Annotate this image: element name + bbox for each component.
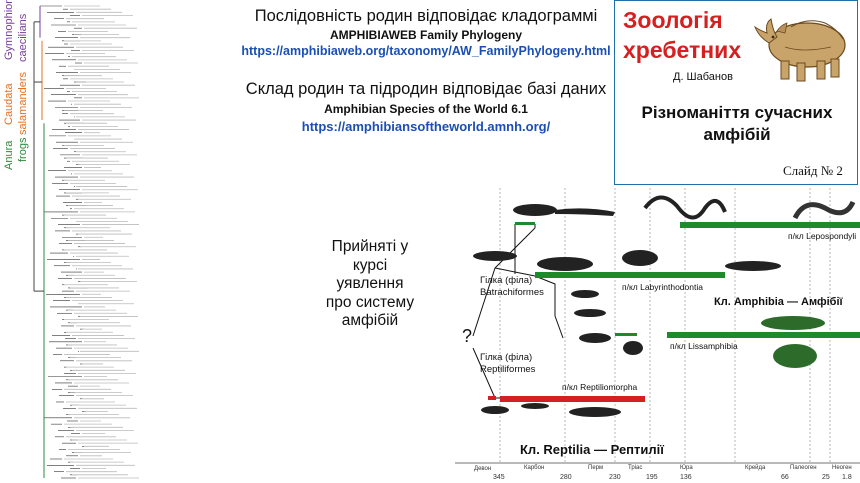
period-neogen: Неоген <box>832 465 852 471</box>
branch-reptilia-line2: Reptiliformes <box>480 364 536 375</box>
course-views-line5: амфібій <box>341 312 399 329</box>
age-345: 345 <box>493 474 505 481</box>
family-phylogeny-tree <box>33 5 139 479</box>
amphibiaweb-name: AMPHIBIAWEB Family Phylogeny <box>329 28 523 42</box>
subtitle-line2: амфібій <box>703 125 771 144</box>
reptiliomorpha-label: п/кл Reptiliomorpha <box>562 382 638 392</box>
period-devon: Девон <box>474 466 492 472</box>
fossil-animal-silhouettes <box>473 195 856 417</box>
class-amphibia-label: Кл. Amphibia — Амфібії <box>714 296 843 308</box>
frogs-label: frogs <box>17 137 29 162</box>
course-views-line4: про систему <box>325 293 415 311</box>
age-195: 195 <box>646 474 658 481</box>
course-views-line2: курсі <box>352 256 388 274</box>
period-kreida: Крейда <box>745 465 766 471</box>
salamanders-label: salamanders <box>17 72 29 135</box>
time-boundaries <box>499 188 831 463</box>
course-views-line1: Прийняті у <box>331 238 409 255</box>
branch-reptilia-label: Гілка (філа) Reptiliformes <box>480 352 535 376</box>
subtitle-line1: Різноманіття сучасних <box>641 103 833 122</box>
age-280: 280 <box>560 474 572 481</box>
rhinoceros-illustration <box>753 18 846 82</box>
evolution-diagram <box>455 188 860 464</box>
reptiliomorpha-bar <box>500 396 645 402</box>
branch-reptilia-line1: Гілка (філа) <box>480 352 533 363</box>
age-25: 25 <box>822 474 830 481</box>
course-title-box: Зоологія хребетних Д. Шабанов Різноманіт… <box>614 0 858 185</box>
anura-label: Anura <box>3 140 15 170</box>
period-paleogen: Палеоген <box>790 465 817 471</box>
lissamphibia-bar-stub <box>615 333 637 336</box>
slide-number: Слайд № 2 <box>783 163 843 178</box>
cladogram-heading: Послідовність родин відповідає кладограм… <box>254 7 598 25</box>
period-trias: Тріас <box>628 465 643 471</box>
labyrinthodontia-bar <box>535 272 725 278</box>
author-name: Д. Шабанов <box>673 71 733 83</box>
reptiliomorpha-stub <box>488 396 496 400</box>
question-mark: ? <box>462 326 473 346</box>
branch-amphibia-label: Гілка (філа) Batrachiformes <box>480 275 544 299</box>
amphibiaweb-link[interactable]: https://amphibiaweb.org/taxonomy/AW_Fami… <box>241 44 611 58</box>
period-carbon: Карбон <box>524 465 545 471</box>
database-heading: Склад родин та підродин відповідає базі … <box>245 80 607 98</box>
caudata-label: Caudata <box>3 83 15 125</box>
period-jura: Юра <box>680 465 693 471</box>
caecilians-label: caecilians <box>17 13 29 62</box>
branch-amphibia-line2: Batrachiformes <box>480 287 544 298</box>
class-reptilia-label: Кл. Reptilia — Рептилії <box>520 442 664 457</box>
course-title-line1: Зоологія <box>623 7 723 33</box>
lepospondyli-bar <box>680 222 860 228</box>
asw-link[interactable]: https://amphibiansoftheworld.amnh.org/ <box>301 119 551 134</box>
branch-amphibia-line1: Гілка (філа) <box>480 275 533 286</box>
labyrinthodontia-label: п/кл Labyrinthodontia <box>622 282 703 292</box>
asw-name: Amphibian Species of the World 6.1 <box>324 102 528 116</box>
course-views-line3: уявлення <box>336 275 404 292</box>
period-perm: Перм <box>588 465 604 471</box>
lepospondyli-label: п/кл Lepospondyli <box>788 231 857 241</box>
course-title-line2: хребетних <box>623 37 742 63</box>
lissamphibia-bar <box>667 332 860 338</box>
branching-lines <box>472 224 564 399</box>
gymnophiona-label: Gymnophiona <box>3 0 15 60</box>
age-1-8: 1.8 <box>842 474 852 481</box>
course-views-text: Прийняті у курсі уявлення про систему ам… <box>300 238 440 331</box>
lissamphibia-label: п/кл Lissamphibia <box>670 341 738 351</box>
age-136: 136 <box>680 474 692 481</box>
age-230: 230 <box>609 474 621 481</box>
age-66: 66 <box>781 474 789 481</box>
lepospondyli-bar-thin <box>515 222 535 225</box>
